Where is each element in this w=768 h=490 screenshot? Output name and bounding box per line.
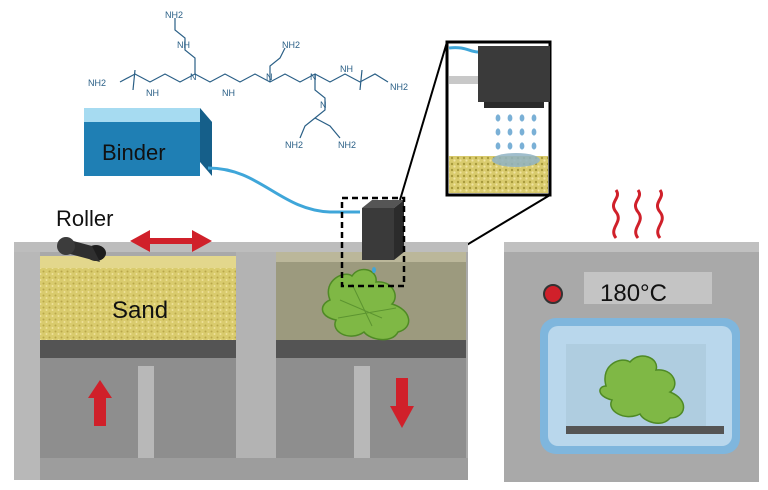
up-arrow-icon	[88, 380, 112, 426]
amine-bottom-right-label: NH2	[338, 140, 356, 150]
nh-label-1: NH	[146, 88, 159, 98]
binder-tank: Binder	[84, 108, 212, 176]
roller	[57, 237, 106, 262]
molecule-labels: NH2 NH N NH NH2 NH N NH2 N NH NH2 N NH2 …	[88, 10, 408, 150]
down-arrow-icon	[390, 378, 414, 428]
print-head-focus-box	[340, 196, 406, 288]
temperature-label: 180°C	[600, 280, 667, 307]
print-head	[362, 200, 404, 273]
printer-machine	[14, 242, 468, 480]
amine-right-label: NH2	[390, 82, 408, 92]
nh-label-2: NH	[177, 40, 190, 50]
amine-top-label: NH2	[165, 10, 183, 20]
heat-waves-icon	[611, 189, 664, 239]
binder-tube	[207, 166, 360, 214]
nh-label-4: NH	[340, 64, 353, 74]
sand-label: Sand	[112, 297, 168, 324]
amine-left-label: NH2	[88, 78, 106, 88]
binder-label: Binder	[102, 140, 166, 165]
n-label-3: N	[310, 72, 317, 82]
oven: 180°C	[504, 242, 759, 482]
n-label-4: N	[320, 100, 327, 110]
double-arrow-icon	[130, 230, 212, 252]
n-label-1: N	[190, 72, 197, 82]
binder-molecule	[119, 18, 389, 139]
indicator-light-icon	[543, 284, 563, 304]
binder-droplets	[495, 114, 537, 150]
n-label-2: N	[266, 72, 273, 82]
roller-label: Roller	[56, 206, 113, 231]
amine-top-right-label: NH2	[282, 40, 300, 50]
amine-bottom-left-label: NH2	[285, 140, 303, 150]
nh-label-3: NH	[222, 88, 235, 98]
